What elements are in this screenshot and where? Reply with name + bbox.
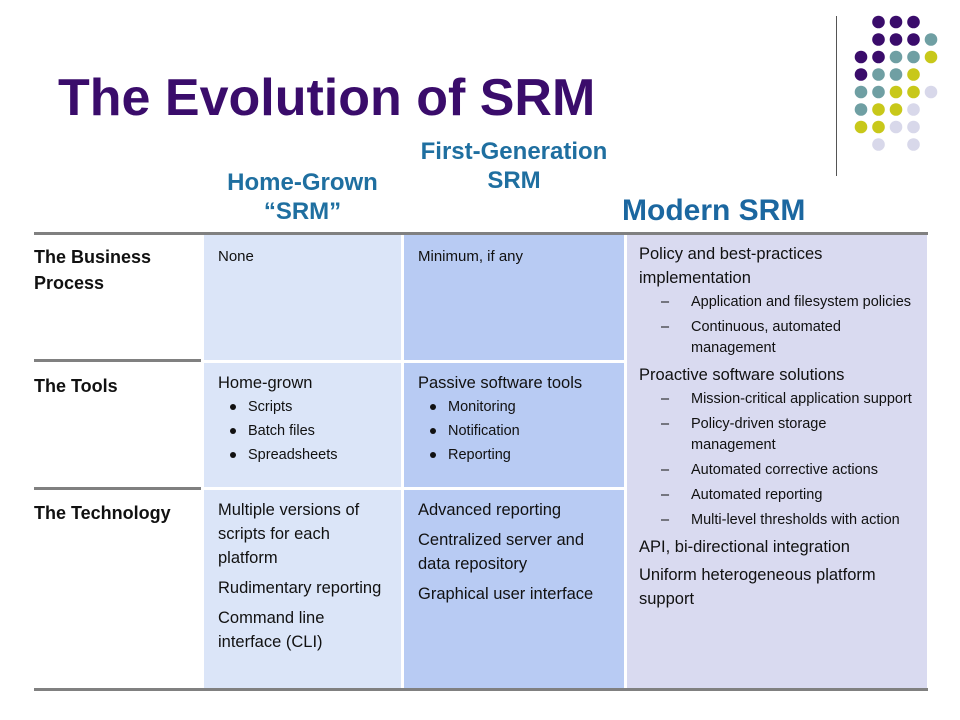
decorative-dot [889,120,903,134]
modern-point-3: API, bi-directional integration [639,538,850,556]
page-title: The Evolution of SRM [58,69,596,127]
list-item: Scripts [218,395,387,419]
decorative-dot [872,138,885,151]
list-item: Multiple versions of scripts for each pl… [218,501,360,567]
dash-marker: – [661,487,670,503]
decorative-dot [907,103,920,116]
modern-point-1: Policy and best-practices implementation [639,245,823,287]
dash-marker: – [661,319,670,335]
list-item: –Continuous, automated management [661,319,841,356]
list-item: Monitoring [418,395,610,419]
list-item: Centralized server and data repository [418,531,584,573]
dash-marker: – [661,391,670,407]
decorative-dot [872,120,885,134]
table-bottom-rule [34,688,928,691]
decorative-dot [907,50,920,64]
list-item: Batch files [218,419,387,443]
row-divider-2 [34,487,201,490]
decorative-dot [889,68,903,81]
decorative-dot [924,33,938,46]
list-item: Rudimentary reporting [218,579,382,597]
list-item: –Automated reporting [639,485,915,506]
column-header-modern: Modern SRM [622,194,806,227]
row-header-business-process: The Business Process [34,247,152,293]
decorative-dot [854,68,868,81]
list-item: –Multi-level thresholds with action [639,510,915,531]
decorative-dot [924,50,938,64]
tools-first-label: Passive software tools [418,374,583,392]
decorative-dot [889,15,903,29]
list-item: Notification [418,419,610,443]
cell-business-first: Minimum, if any [404,234,624,360]
row-header-tools: The Tools [34,376,118,396]
decorative-dot [889,103,903,116]
decorative-dot [889,50,903,64]
column-header-first-generation: First-Generation SRM [420,138,608,194]
dash-marker: – [661,416,670,432]
list-item: Graphical user interface [418,585,594,603]
decorative-dot [889,33,903,46]
list-item: Advanced reporting [418,501,562,519]
decorative-dot [924,85,938,99]
modern-point-4: Uniform heterogeneous platform support [639,566,876,608]
decorative-dot [854,85,868,99]
decorative-dot [872,50,885,64]
tech-home-list: Multiple versions of scripts for each pl… [218,498,387,654]
decorative-dot [907,33,920,46]
column-header-home-grown: Home-Grown “SRM” [227,169,378,225]
decorative-dot [872,85,885,99]
tools-home-label: Home-grown [218,374,313,392]
decorative-dot [872,68,885,81]
decorative-dot [872,15,885,29]
decorative-dot-grid [854,15,938,151]
decorative-dot [907,85,920,99]
decorative-dot [854,120,868,134]
cell-business-home: None [204,234,401,360]
list-item: Command line interface (CLI) [218,609,325,651]
modern-point-2: Proactive software solutions [639,366,845,384]
dash-marker: – [661,294,670,310]
table-top-rule [34,232,928,235]
decorative-dot [907,120,920,134]
decorative-dot [889,85,903,99]
row-divider-1 [34,359,201,362]
decorative-dot [872,103,885,116]
list-item: –Automated corrective actions [639,460,915,481]
cell-technology-home: Multiple versions of scripts for each pl… [204,490,401,688]
decorative-dot [872,33,885,46]
dash-marker: – [661,512,670,528]
decorative-dot [907,15,920,29]
list-item: –Mission-critical application support [639,389,915,410]
row-header-technology: The Technology [34,503,171,523]
list-item: Reporting [418,443,610,467]
decorative-dot [907,68,920,81]
decorative-dot [907,138,920,151]
list-item: –Policy-driven storage management [661,416,827,453]
cell-modern: Policy and best-practices implementation… [627,234,927,688]
divider-line [836,16,837,176]
decorative-dot [854,103,868,116]
decorative-dot [854,50,868,64]
list-item: Spreadsheets [218,443,387,467]
dash-marker: – [661,462,670,478]
list-item: –Application and filesystem policies [639,292,915,313]
